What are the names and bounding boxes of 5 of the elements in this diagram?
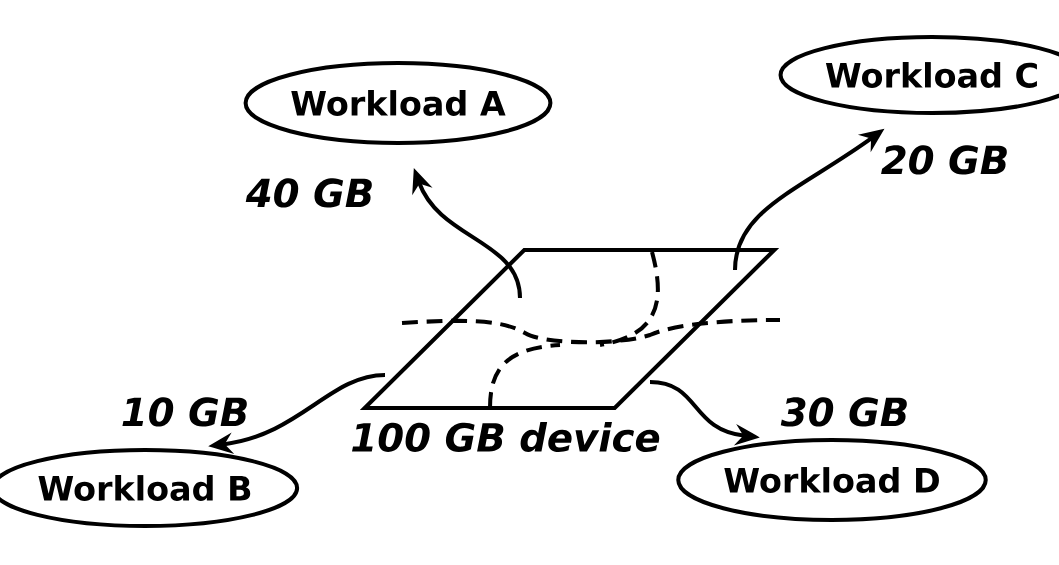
edge-label: 20 GB [881,145,1007,175]
device-caption: 100 GB device [352,422,660,452]
edge-label: 10 GB [122,397,247,427]
edge-label: 30 GB [780,397,907,427]
edge-label: 40 GB [245,178,372,208]
